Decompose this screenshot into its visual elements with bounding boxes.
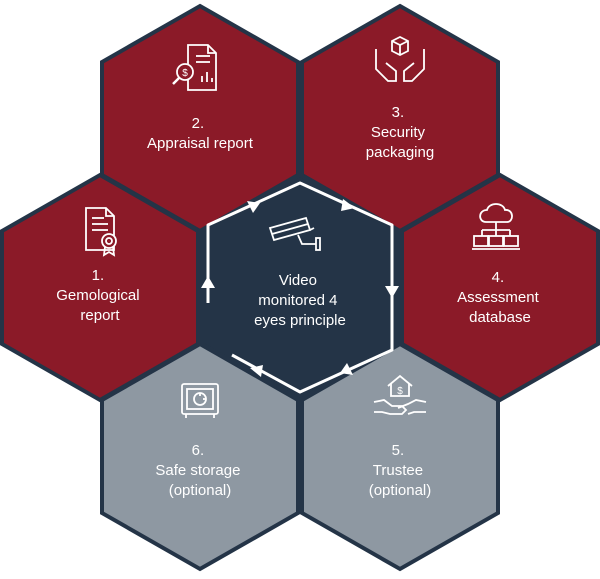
step-3-label: 3. Security packaging xyxy=(366,104,434,161)
center-line-3: eyes principle xyxy=(254,312,346,329)
step-2-line-1: 2. xyxy=(192,115,205,132)
flow-arrow-upper-left xyxy=(247,201,260,213)
step-1-line-2: Gemological xyxy=(56,287,139,304)
cloud-network-icon xyxy=(472,203,520,250)
handshake-house-icon: $ xyxy=(373,374,427,415)
step-3-line-2: Security xyxy=(371,124,426,141)
flow-arrow-up xyxy=(201,276,215,288)
step-3-line-3: packaging xyxy=(366,144,434,161)
hex-center-shape xyxy=(200,172,400,403)
certificate-document-icon xyxy=(85,207,117,257)
center-line-2: monitored 4 xyxy=(258,292,337,309)
flow-arrows xyxy=(201,199,399,377)
step-6-line-1: 6. xyxy=(192,442,205,459)
step-2-line-2: Appraisal report xyxy=(147,135,254,152)
flow-arrow-down xyxy=(385,286,399,298)
step-4-label: 4. Assessment database xyxy=(457,269,543,326)
svg-text:$: $ xyxy=(182,68,188,79)
step-1-line-3: report xyxy=(80,307,120,324)
flow-arrow-upper-right xyxy=(341,199,355,211)
safe-icon xyxy=(181,383,219,418)
step-6-line-3: (optional) xyxy=(169,482,232,499)
appraisal-document-icon: $ xyxy=(172,44,217,91)
center-label: Video monitored 4 eyes principle xyxy=(254,272,346,329)
security-camera-icon xyxy=(268,216,321,251)
flow-arrow-lower-right xyxy=(340,363,353,375)
step-1-line-1: 1. xyxy=(92,267,105,284)
step-6-line-2: Safe storage xyxy=(155,462,240,479)
hex-center: Video monitored 4 eyes principle xyxy=(200,172,400,403)
step-4-line-2: Assessment xyxy=(457,289,540,306)
step-6-label: 6. Safe storage (optional) xyxy=(155,442,244,499)
hands-package-icon xyxy=(375,35,425,82)
step-5-line-1: 5. xyxy=(392,442,405,459)
svg-text:$: $ xyxy=(397,386,403,397)
step-4-line-1: 4. xyxy=(492,269,505,286)
hex-step-2: $ 2. Appraisal report xyxy=(100,3,300,234)
step-1-label: 1. Gemological report xyxy=(56,267,144,324)
step-3-line-1: 3. xyxy=(392,104,405,121)
center-line-1: Video xyxy=(279,272,317,289)
hex-step-6: 6. Safe storage (optional) xyxy=(100,341,300,572)
flow-path xyxy=(206,181,394,394)
step-5-line-3: (optional) xyxy=(369,482,432,499)
step-5-label: 5. Trustee (optional) xyxy=(369,442,432,499)
step-5-line-2: Trustee xyxy=(373,462,423,479)
hex-step-4: 4. Assessment database xyxy=(400,172,600,403)
flow-cycle xyxy=(206,181,394,394)
hex-step-3: 3. Security packaging xyxy=(300,3,500,234)
flow-arrow-lower-left xyxy=(250,365,263,377)
step-2-label: 2. Appraisal report xyxy=(147,115,254,152)
step-4-line-3: database xyxy=(469,309,531,326)
hex-step-1: 1. Gemological report xyxy=(0,172,200,403)
